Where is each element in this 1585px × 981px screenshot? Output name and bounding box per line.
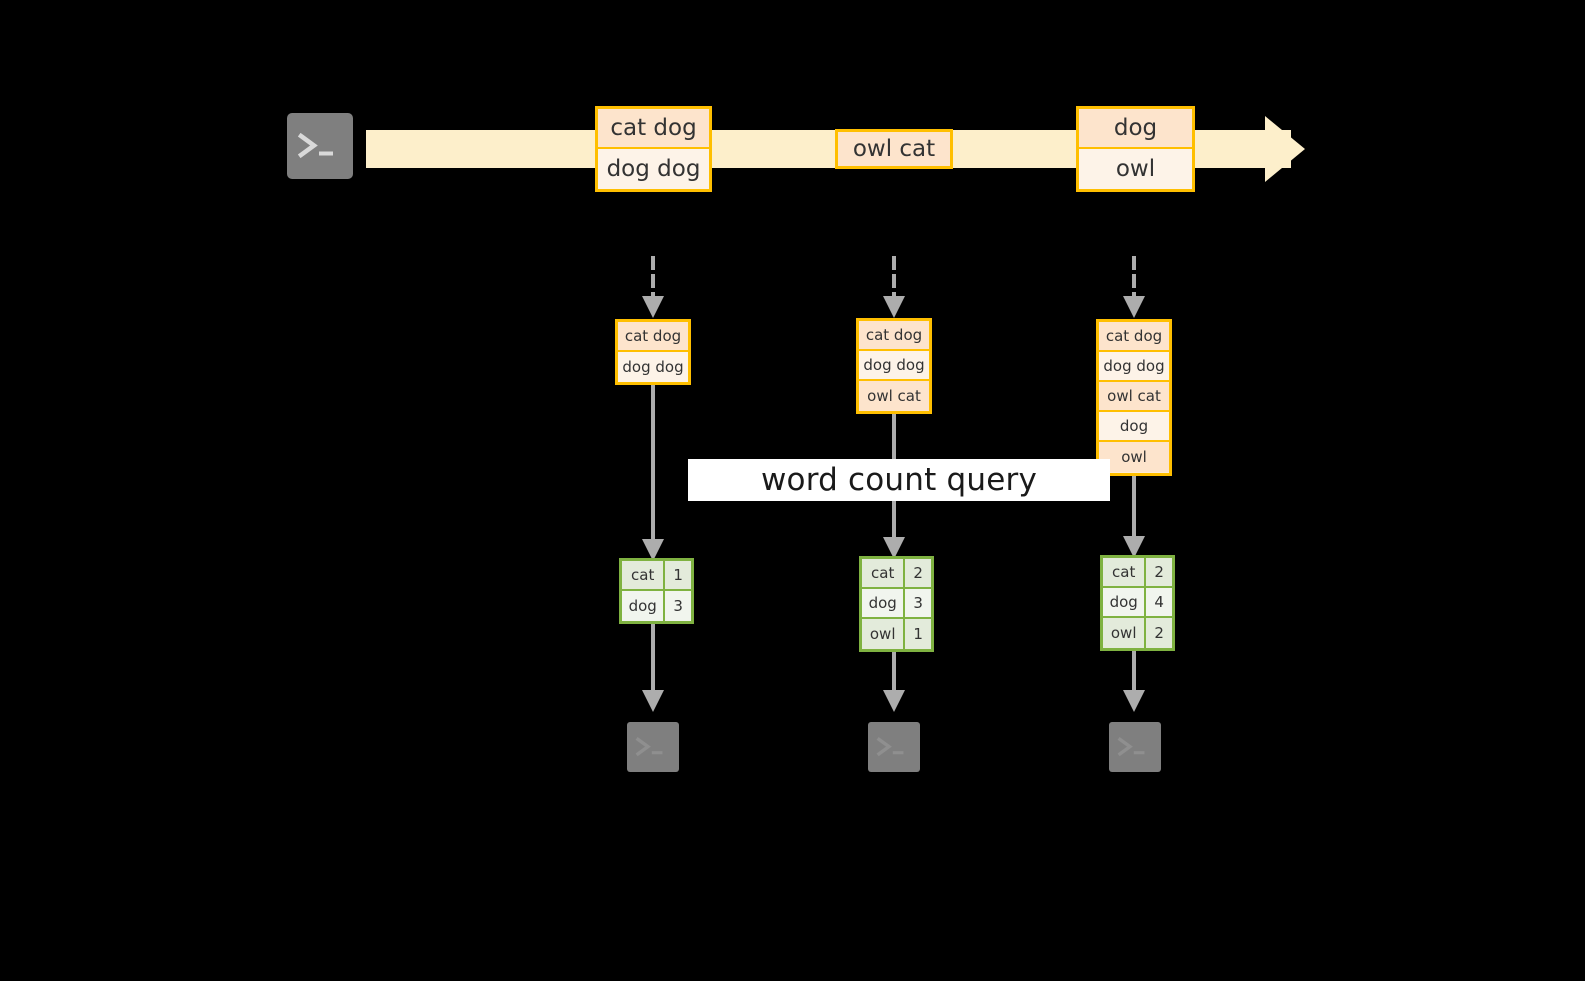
result-count-cell: 2 xyxy=(905,559,931,587)
terminal-prompt-glyph xyxy=(1109,722,1161,772)
snapshot-line: owl cat xyxy=(1099,382,1169,412)
result-count-cell: 1 xyxy=(665,561,691,589)
result-table[interactable]: cat 2 dog 4 owl 2 xyxy=(1100,555,1175,651)
snapshot-to-result-arrow xyxy=(1121,476,1147,558)
snapshot-line: owl xyxy=(1099,442,1169,472)
source-terminal-icon[interactable] xyxy=(278,104,362,188)
stream-event-line: dog xyxy=(1079,109,1192,149)
terminal-prompt-glyph xyxy=(287,113,353,179)
result-table[interactable]: cat 1 dog 3 xyxy=(619,558,694,624)
result-to-sink-arrow xyxy=(1121,651,1147,712)
result-count-cell: 2 xyxy=(1146,618,1172,648)
snapshot-line: dog xyxy=(1099,412,1169,442)
result-word-cell: cat xyxy=(862,559,906,587)
query-label: word count query xyxy=(760,462,1038,498)
sink-terminal-icon[interactable] xyxy=(620,715,686,779)
result-row: dog 3 xyxy=(862,589,931,619)
result-count-cell: 2 xyxy=(1146,558,1172,586)
result-word-cell: cat xyxy=(622,561,666,589)
result-row: owl 2 xyxy=(1103,618,1172,648)
result-to-sink-arrow xyxy=(640,624,666,712)
sink-terminal-icon[interactable] xyxy=(1102,715,1168,779)
result-word-cell: cat xyxy=(1103,558,1147,586)
result-word-cell: dog xyxy=(862,589,906,617)
sink-terminal-icon[interactable] xyxy=(861,715,927,779)
result-row: dog 3 xyxy=(622,591,691,621)
stream-to-snapshot-arrow xyxy=(1121,256,1147,318)
stream-arrow-head xyxy=(1265,116,1305,182)
stream-event-line: cat dog xyxy=(598,109,709,149)
result-row: cat 1 xyxy=(622,561,691,591)
snapshot-line: cat dog xyxy=(1099,322,1169,352)
snapshot-box[interactable]: cat dog dog dog xyxy=(615,319,691,385)
result-count-cell: 1 xyxy=(905,619,931,649)
snapshot-line: dog dog xyxy=(1099,352,1169,382)
snapshot-box[interactable]: cat dog dog dog owl cat xyxy=(856,318,932,414)
result-table[interactable]: cat 2 dog 3 owl 1 xyxy=(859,556,934,652)
snapshot-line: owl cat xyxy=(859,381,929,411)
result-count-cell: 4 xyxy=(1146,588,1172,616)
terminal-prompt-glyph xyxy=(868,722,920,772)
result-to-sink-arrow xyxy=(881,652,907,712)
terminal-prompt-glyph xyxy=(627,722,679,772)
stream-event-line: dog dog xyxy=(598,149,709,189)
stream-to-snapshot-arrow xyxy=(881,256,907,318)
stream-to-snapshot-arrow xyxy=(640,256,666,318)
result-word-cell: owl xyxy=(1103,618,1147,648)
stream-event-box[interactable]: dog owl xyxy=(1076,106,1195,192)
stream-event-line: owl cat xyxy=(838,132,950,166)
stream-event-box[interactable]: cat dog dog dog xyxy=(595,106,712,192)
result-count-cell: 3 xyxy=(665,591,691,621)
stream-event-line: owl xyxy=(1079,149,1192,189)
stream-event-box[interactable]: owl cat xyxy=(835,129,953,169)
result-row: owl 1 xyxy=(862,619,931,649)
result-row: cat 2 xyxy=(862,559,931,589)
result-row: cat 2 xyxy=(1103,558,1172,588)
snapshot-to-result-arrow xyxy=(640,385,666,561)
snapshot-line: cat dog xyxy=(618,322,688,352)
result-word-cell: owl xyxy=(862,619,906,649)
snapshot-line: dog dog xyxy=(618,352,688,382)
snapshot-box[interactable]: cat dog dog dog owl cat dog owl xyxy=(1096,319,1172,476)
result-word-cell: dog xyxy=(1103,588,1147,616)
query-label-band: word count query xyxy=(688,459,1110,501)
snapshot-line: cat dog xyxy=(859,321,929,351)
result-row: dog 4 xyxy=(1103,588,1172,618)
result-word-cell: dog xyxy=(622,591,666,621)
snapshot-line: dog dog xyxy=(859,351,929,381)
result-count-cell: 3 xyxy=(905,589,931,617)
